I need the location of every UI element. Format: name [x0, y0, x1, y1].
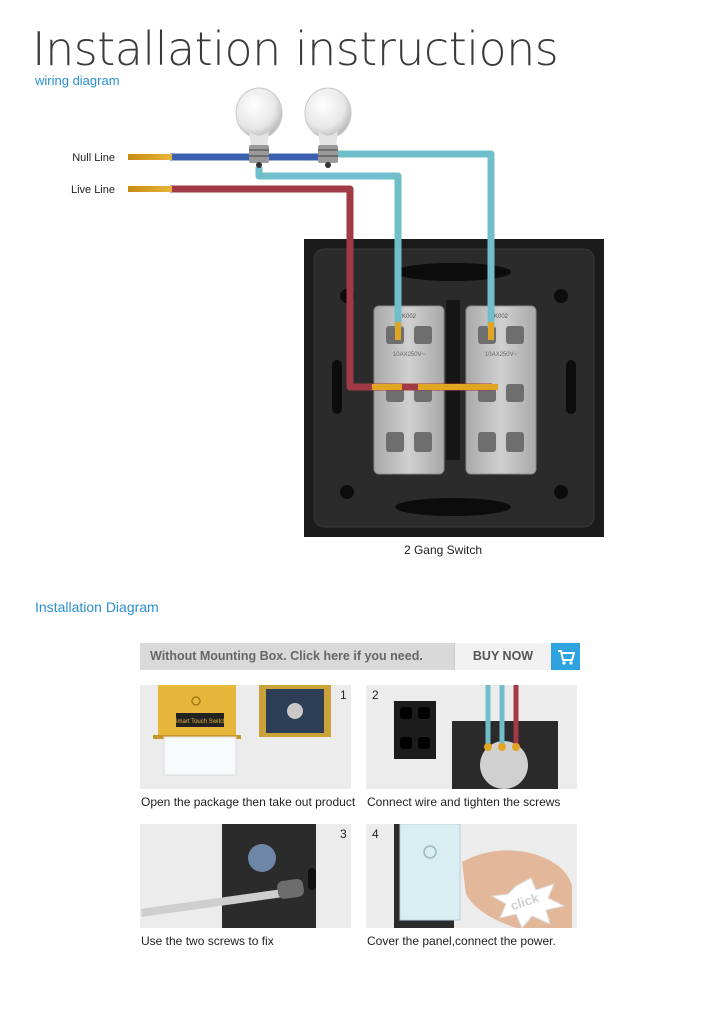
null-wire-end: [128, 154, 172, 160]
buy-now-button[interactable]: BUY NOW: [454, 643, 551, 670]
module-code-right: K002: [494, 314, 509, 320]
wiring-diagram-subtitle: wiring diagram: [35, 73, 120, 88]
module-rating-right: 10AX250V~: [485, 352, 518, 358]
buy-banner-text[interactable]: Without Mounting Box. Click here if you …: [150, 649, 423, 663]
step-4-number: 4: [372, 827, 379, 841]
step-2-caption: Connect wire and tighten the screws: [367, 795, 561, 809]
step-1-number: 1: [340, 688, 347, 702]
cart-icon: [557, 649, 575, 665]
module-rating-left: 10AX250V~: [393, 352, 426, 358]
cart-button[interactable]: [551, 643, 580, 670]
step-3-caption: Use the two screws to fix: [141, 934, 274, 948]
step-4-image: click 4: [366, 824, 577, 928]
page-title: Installation instructions: [32, 22, 559, 76]
lightbulb-icon: [304, 87, 352, 168]
null-line-label: Null Line: [72, 152, 115, 164]
step-2-image: 2: [366, 685, 577, 789]
step-2-number: 2: [372, 688, 379, 702]
step-3-number: 3: [340, 827, 347, 841]
live-line-label: Live Line: [71, 184, 115, 196]
lightbulb-icon: [235, 87, 283, 168]
load-wire-2: [328, 150, 495, 328]
switch-caption: 2 Gang Switch: [403, 543, 483, 557]
step-1-caption: Open the package then take out product: [141, 795, 356, 809]
step-1-box-text: Smart Touch Switch: [174, 719, 227, 725]
step-1-image: Smart Touch Switch 1: [140, 685, 351, 789]
module-code-left: K002: [402, 314, 417, 320]
live-wire-end: [128, 186, 172, 192]
wiring-diagram: K002 10AX250V~ K002 10AX250V~: [71, 87, 604, 537]
step-4-caption: Cover the panel,connect the power.: [367, 934, 556, 948]
buy-mounting-box-banner[interactable]: Without Mounting Box. Click here if you …: [140, 643, 580, 670]
installation-heading: Installation Diagram: [35, 599, 159, 615]
load-wire-1: [255, 167, 402, 328]
step-3-image: 3: [140, 824, 351, 928]
